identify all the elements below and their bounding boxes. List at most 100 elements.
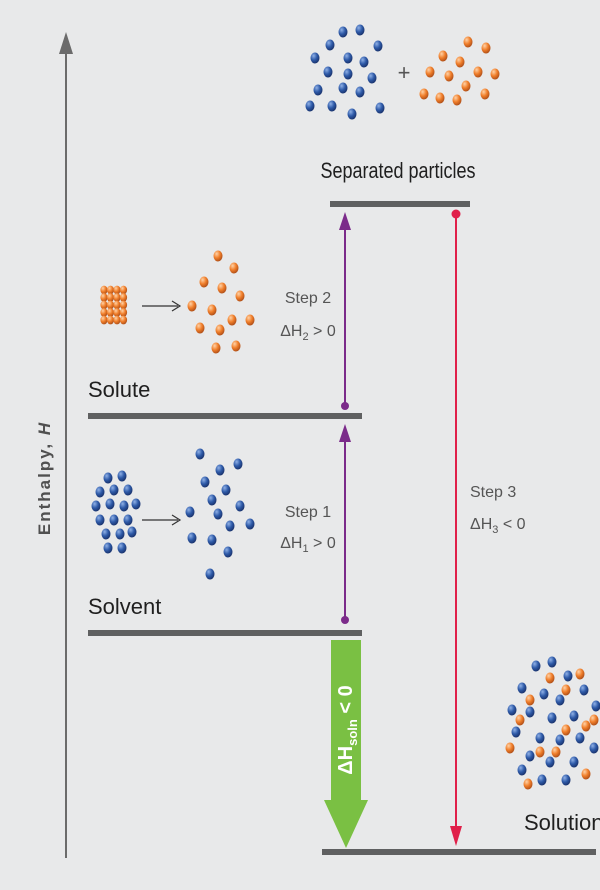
particle [419, 88, 429, 100]
particle [535, 732, 545, 744]
particle [185, 506, 195, 518]
particle [561, 724, 571, 736]
particle [444, 70, 454, 82]
particle [195, 322, 205, 334]
particle [213, 508, 223, 520]
particle [109, 484, 119, 496]
particle [113, 293, 121, 302]
particle [211, 342, 221, 354]
particle [367, 72, 377, 84]
particle [205, 568, 215, 580]
particle [561, 774, 571, 786]
particle [91, 500, 101, 512]
particle [525, 706, 535, 718]
particle [569, 756, 579, 768]
particle [338, 82, 348, 94]
particle [473, 66, 483, 78]
particle [373, 40, 383, 52]
step3-condition: ΔH3 < 0 [470, 516, 526, 536]
particle [117, 470, 127, 482]
particle [245, 518, 255, 530]
particle [555, 734, 565, 746]
particle [101, 528, 111, 540]
particle [127, 526, 137, 538]
particle [106, 293, 115, 302]
particle [119, 308, 128, 317]
particle [545, 672, 555, 684]
particle [591, 700, 600, 712]
solution-particles [505, 656, 600, 790]
axis-label: Enthalpy, H [35, 421, 54, 535]
particle [438, 50, 448, 62]
particle [119, 315, 128, 325]
particle [327, 100, 337, 112]
particle [119, 500, 129, 512]
step3-annotation: Step 3 ΔH3 < 0 [470, 484, 526, 536]
particle [555, 694, 565, 706]
solvent-cluster-particles [91, 470, 141, 554]
particle [100, 300, 108, 310]
solution-label: Solution [524, 810, 600, 835]
particle [525, 750, 535, 762]
solvent-expanded-particles [185, 448, 255, 580]
particle [523, 778, 533, 790]
step1-arrowhead [339, 424, 351, 442]
particle [103, 472, 113, 484]
particle [100, 315, 108, 325]
solute-expanded-particles [187, 250, 255, 354]
step1-title: Step 1 [285, 504, 331, 521]
separated-solvent-particles [305, 24, 385, 120]
particle [221, 484, 231, 496]
solute-crystal-particles [100, 285, 128, 325]
particle [535, 746, 545, 758]
step1-annotation: Step 1 ΔH1 > 0 [280, 504, 336, 555]
particle [233, 458, 243, 470]
particle [539, 688, 549, 700]
particle [589, 714, 599, 726]
particle [215, 464, 225, 476]
separated-particles-label: Separated particles [321, 158, 476, 183]
particle [187, 532, 197, 544]
step3-arrowhead [450, 826, 462, 846]
particle [229, 262, 239, 274]
particle [207, 534, 217, 546]
particle [109, 514, 119, 526]
particle [231, 340, 241, 352]
particle [505, 742, 515, 754]
particle [575, 732, 585, 744]
particle [455, 56, 465, 68]
solvent-separation-arrow [142, 514, 182, 526]
particle [187, 300, 197, 312]
particle [569, 710, 579, 722]
particle [95, 514, 105, 526]
particle [359, 56, 369, 68]
particle [207, 304, 217, 316]
particle [490, 68, 500, 80]
particle [537, 774, 547, 786]
particle [581, 768, 591, 780]
particle [461, 80, 471, 92]
particle [347, 108, 357, 120]
particle [425, 66, 435, 78]
particle [338, 26, 348, 38]
particle [95, 486, 105, 498]
separated-solute-particles [419, 36, 500, 106]
particle [515, 714, 525, 726]
particle [235, 500, 245, 512]
plus-sign: + [398, 60, 411, 85]
particle [575, 668, 585, 680]
particle [117, 542, 127, 554]
particle [517, 682, 527, 694]
particle [375, 102, 385, 114]
particle [223, 546, 233, 558]
particle [200, 476, 210, 488]
particle [343, 68, 353, 80]
particle [452, 94, 462, 106]
particle [551, 746, 561, 758]
particle [480, 88, 490, 100]
particle [561, 684, 571, 696]
particle [225, 520, 235, 532]
particle [481, 42, 491, 54]
particle [113, 315, 121, 325]
